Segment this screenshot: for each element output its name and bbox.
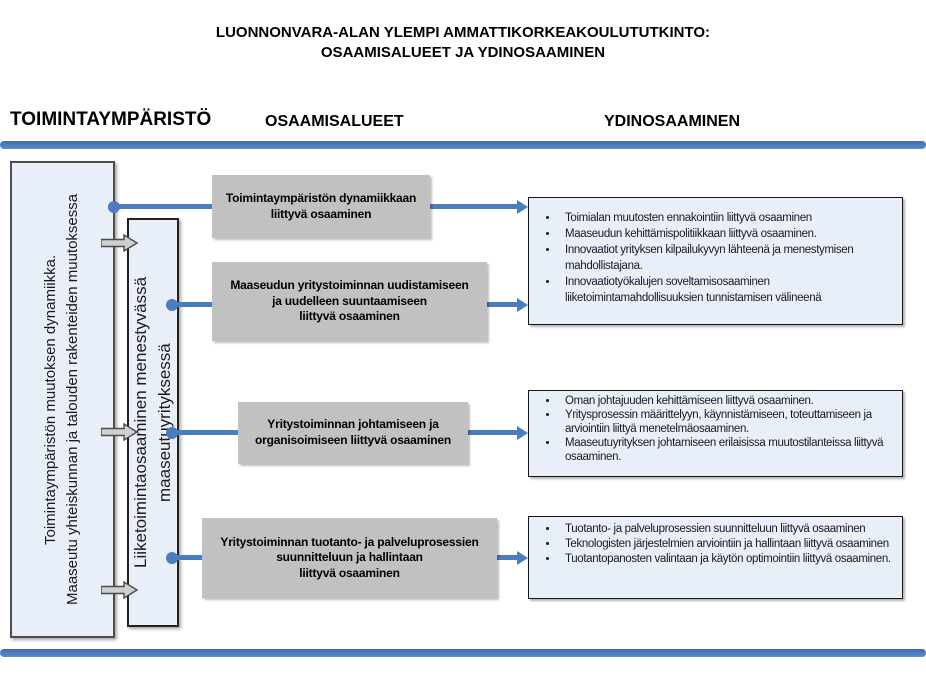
core-competence-list-1: Toimialan muutosten ennakointiin liittyv… [529, 198, 902, 306]
connector-start-dot-3 [166, 427, 178, 439]
column-header-toimintaymparisto: TOIMINTAYMPÄRISTÖ [10, 109, 212, 130]
competence-area-box-johtaminen: Yritystoiminnan johtamiseen ja organisoi… [238, 402, 468, 464]
diagram-title: LUONNONVARA-ALAN YLEMPI AMMATTIKORKEAKOU… [0, 23, 926, 63]
bullet-item: Maaseudun kehittämispolitiikkaan liittyv… [559, 226, 900, 242]
diagram-title-line1: LUONNONVARA-ALAN YLEMPI AMMATTIKORKEAKOU… [215, 24, 711, 41]
competence-area-box-dynamiikka: Toimintaympäristön dynamiikkaan liittyvä… [212, 175, 430, 238]
environment-box: Toimintaympäristön muutoksen dynamiikka.… [10, 161, 115, 638]
column-header-ydinosaaminen: YDINOSAAMINEN [604, 113, 741, 130]
core-competence-box-1: Toimialan muutosten ennakointiin liittyv… [528, 197, 903, 325]
connector-arrowhead-icon-4 [517, 551, 528, 565]
environment-box-line1: Toimintaympäristön muutoksen dynamiikka. [42, 254, 60, 545]
connector-arrowhead-icon-2 [517, 298, 528, 312]
core-competence-list-3: Tuotanto- ja palveluprosessien suunnitte… [529, 517, 902, 567]
competence-area-box-prosessit: Yritystoiminnan tuotanto- ja palvelupros… [202, 518, 497, 598]
bullet-item: Toimialan muutosten ennakointiin liittyv… [559, 210, 900, 226]
bullet-item: Innovaatiot yrityksen kilpailukyvyn läht… [559, 242, 900, 274]
core-competence-box-2: Oman johtajuuden kehittämiseen liittyvä … [528, 390, 903, 477]
bullet-item: Teknologisten järjestelmien arviointiin … [559, 537, 900, 552]
bullet-item: Maaseutuyrityksen johtamiseen erilaisiss… [559, 436, 900, 464]
connector-arrowhead-icon-3 [517, 426, 528, 440]
connector-arrowhead-icon-1 [517, 200, 528, 214]
core-competence-box-3: Tuotanto- ja palveluprosessien suunnitte… [528, 516, 903, 599]
competence-area-box-uudistaminen: Maaseudun yritystoiminnan uudistamiseen … [212, 262, 487, 341]
environment-box-text: Toimintaympäristön muutoksen dynamiikka.… [12, 163, 113, 636]
connector-start-dot-2 [166, 299, 178, 311]
bullet-item: Innovaatiotyökalujen soveltamisosaaminen… [559, 274, 900, 306]
bullet-item: Tuotantopanosten valintaan ja käytön opt… [559, 552, 900, 567]
diagram-title-line2: OSAAMISALUEET JA YDINOSAAMINEN [320, 44, 606, 61]
column-header-osaamisalueet: OSAAMISALUEET [265, 113, 404, 130]
bullet-item: Tuotanto- ja palveluprosessien suunnitte… [559, 522, 900, 537]
environment-box-line2: Maaseutu yhteiskunnan ja talouden rakent… [64, 193, 81, 606]
top-divider-line [0, 141, 926, 149]
connector-start-dot-4 [166, 552, 178, 564]
flow-arrow-icon-1 [101, 234, 139, 252]
connector-start-dot-1 [108, 201, 120, 213]
bottom-divider-line [0, 649, 926, 657]
flow-arrow-icon-2 [101, 423, 139, 441]
business-box-line2: maaseutuyrityksessä [154, 343, 174, 502]
bullet-item: Oman johtajuuden kehittämiseen liittyvä … [559, 394, 900, 408]
bullet-item: Yritysprosessin määrittelyyn, käynnistäm… [559, 408, 900, 436]
flow-arrow-icon-3 [101, 581, 139, 599]
core-competence-list-2: Oman johtajuuden kehittämiseen liittyvä … [529, 391, 902, 464]
